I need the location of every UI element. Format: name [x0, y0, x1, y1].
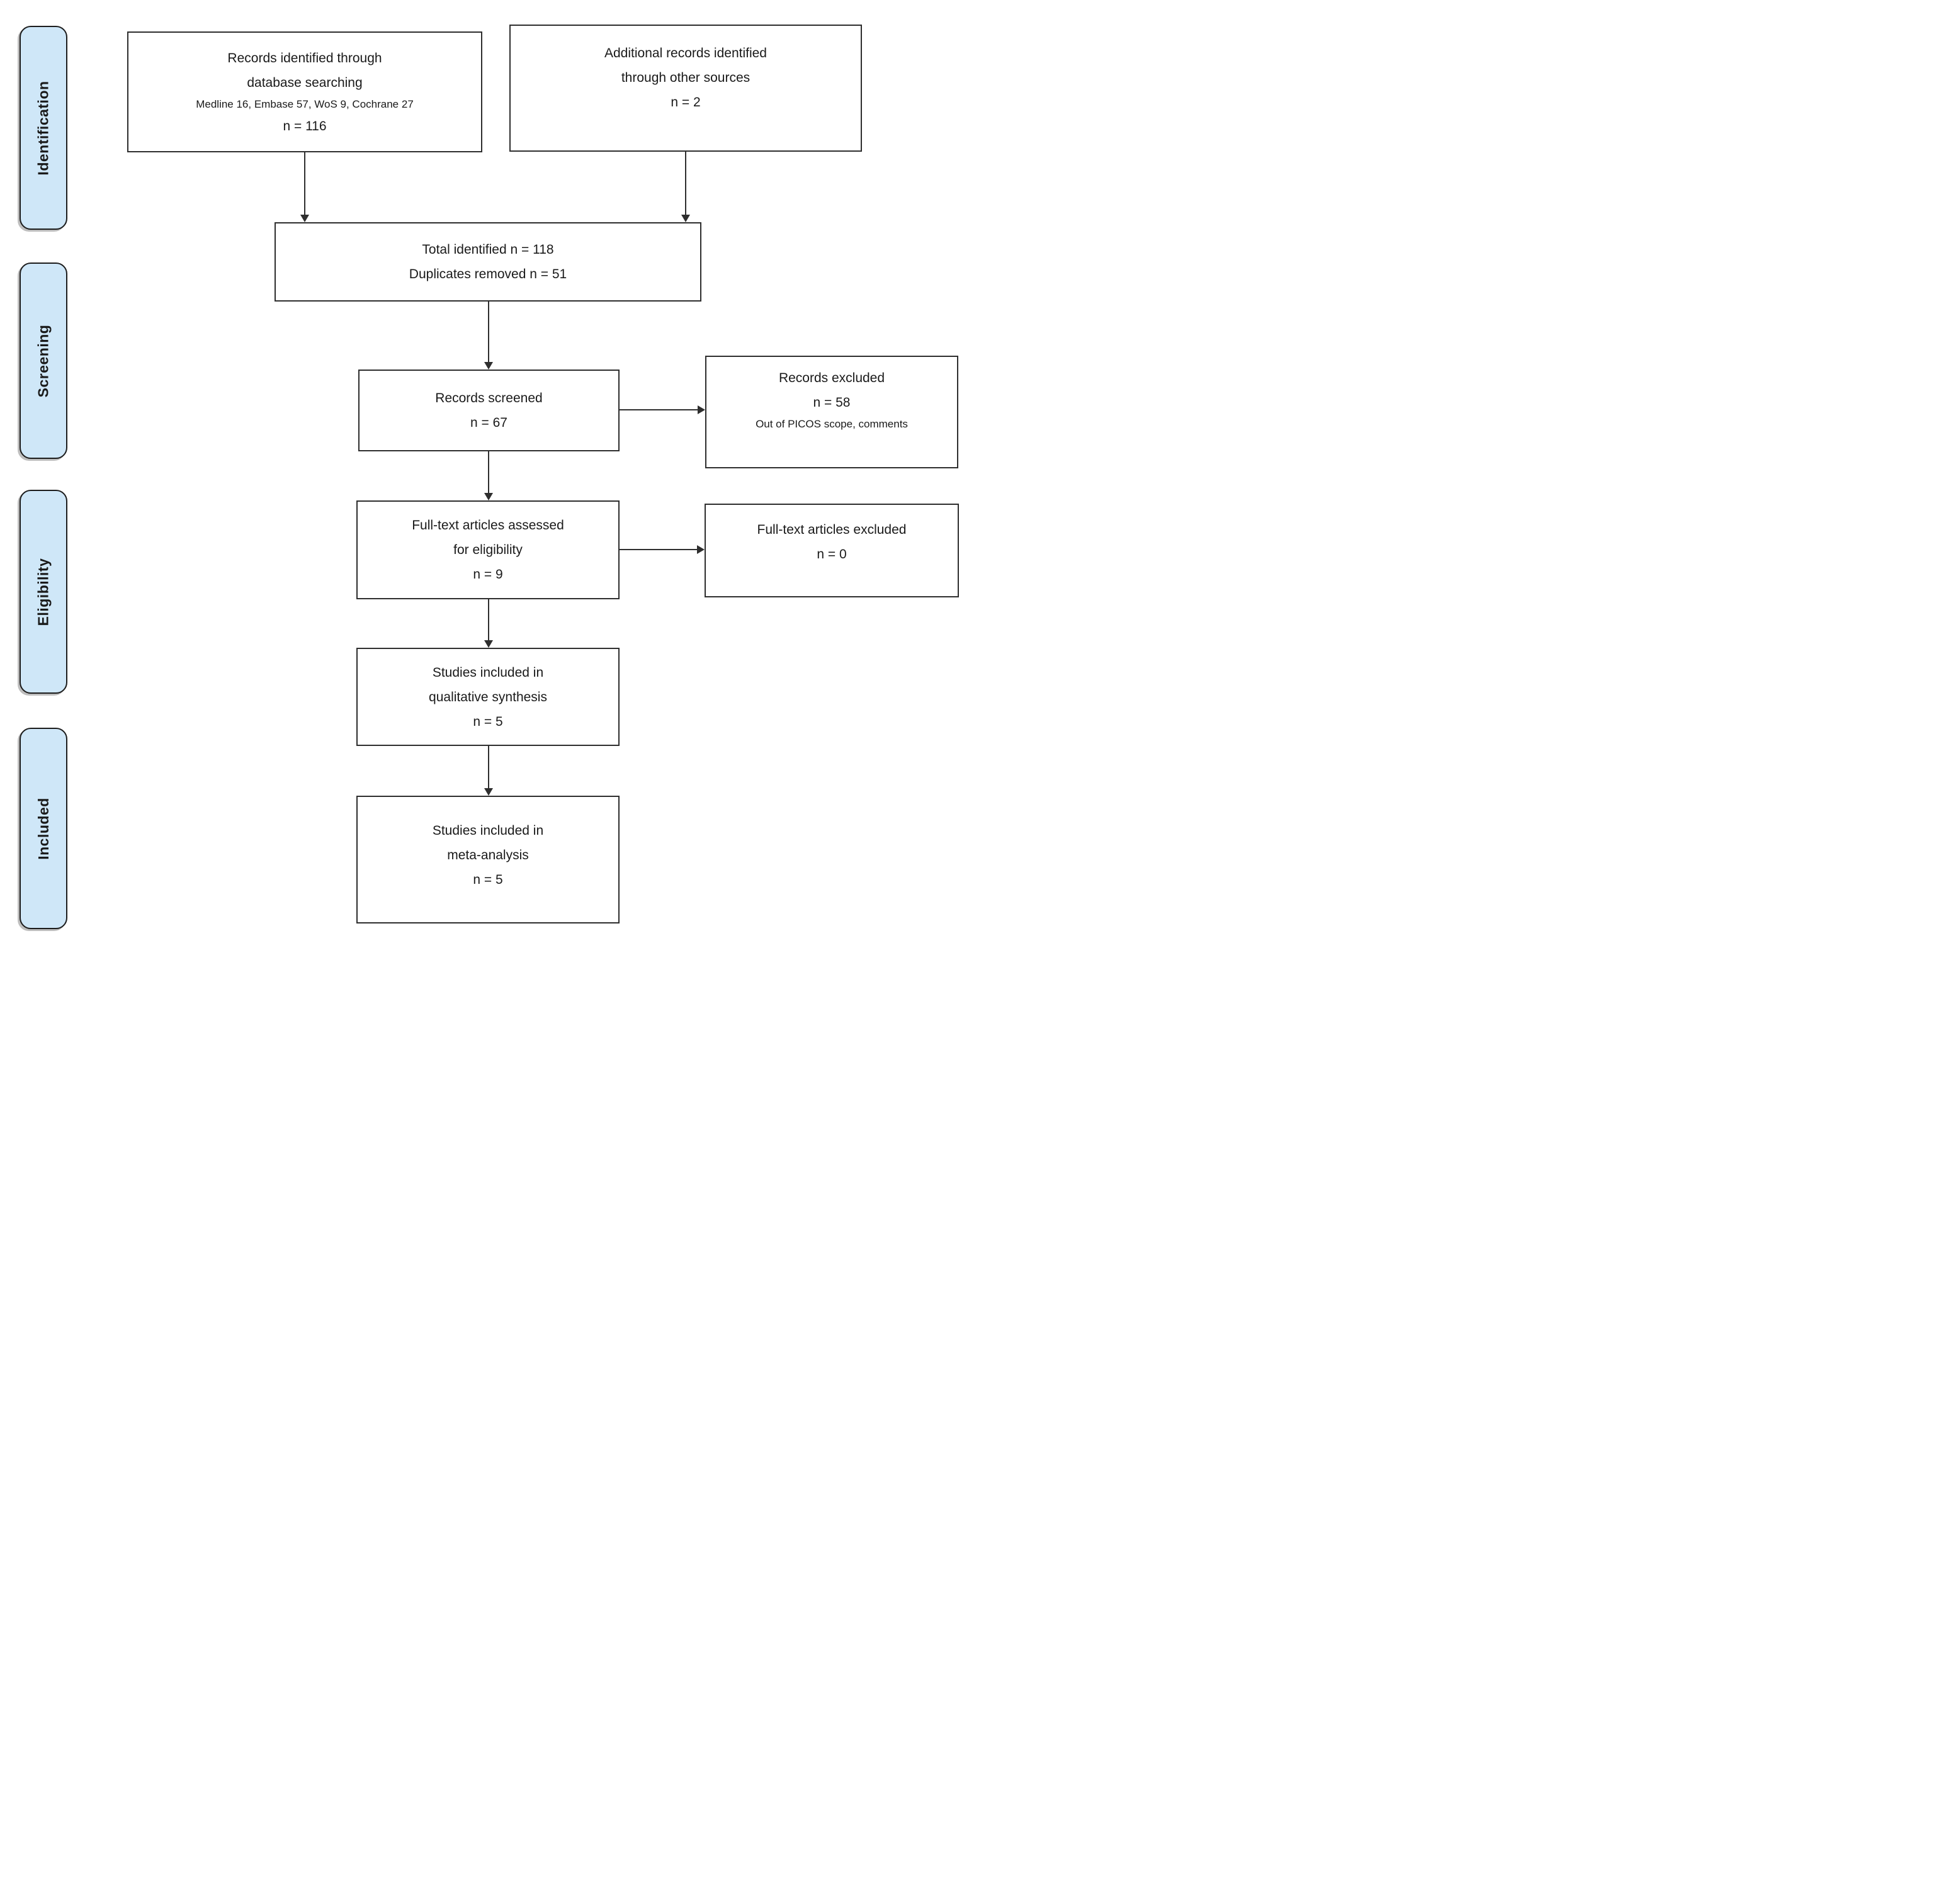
- box-records-screened: Records screened n = 67: [358, 370, 620, 451]
- box-fulltext-excluded-title: Full-text articles excluded: [757, 522, 907, 537]
- box-records-identified-sources: Medline 16, Embase 57, WoS 9, Cochrane 2…: [196, 98, 414, 110]
- box-total-identified-line2: Duplicates removed n = 51: [409, 267, 567, 281]
- box-fulltext-assessed-title-line1: Full-text articles assessed: [412, 518, 564, 533]
- box-records-screened-count: n = 67: [470, 415, 507, 430]
- box-records-screened-title: Records screened: [435, 391, 543, 405]
- box-fulltext-excluded: Full-text articles excluded n = 0: [705, 504, 959, 597]
- prisma-flow-diagram: Identification Screening Eligibility Inc…: [0, 0, 980, 943]
- arrow-qualitative-to-meta: [484, 746, 493, 796]
- box-fulltext-excluded-count: n = 0: [817, 547, 847, 562]
- box-records-excluded-reason: Out of PICOS scope, comments: [756, 418, 908, 430]
- box-meta-analysis-title-line2: meta-analysis: [447, 848, 529, 862]
- arrow-screened-to-excluded: [620, 405, 705, 414]
- box-fulltext-assessed-count: n = 9: [473, 567, 503, 582]
- box-additional-records: Additional records identified through ot…: [509, 25, 862, 152]
- box-qualitative-synthesis-title-line1: Studies included in: [432, 665, 544, 680]
- stage-identification-label: Identification: [35, 80, 52, 176]
- box-records-excluded: Records excluded n = 58 Out of PICOS sco…: [705, 356, 958, 468]
- arrow-total-to-screened: [484, 302, 493, 370]
- box-additional-records-title-line2: through other sources: [621, 71, 751, 85]
- box-fulltext-assessed-title-line2: for eligibility: [453, 543, 523, 557]
- box-records-excluded-title: Records excluded: [778, 371, 885, 385]
- box-records-identified-title-line2: database searching: [247, 75, 363, 90]
- stage-eligibility: Eligibility: [20, 490, 67, 694]
- arrow-other-sources-to-total: [681, 152, 690, 222]
- box-records-identified-title-line1: Records identified through: [227, 50, 382, 65]
- box-records-excluded-count: n = 58: [813, 395, 851, 410]
- stage-included-label: Included: [35, 797, 52, 860]
- stage-identification: Identification: [20, 26, 67, 230]
- box-records-identified-database: Records identified through database sear…: [127, 31, 482, 152]
- stage-screening: Screening: [20, 263, 67, 459]
- arrow-database-to-total: [300, 152, 309, 222]
- box-qualitative-synthesis: Studies included in qualitative synthesi…: [356, 648, 620, 746]
- stage-screening-label: Screening: [35, 324, 52, 397]
- box-fulltext-assessed: Full-text articles assessed for eligibil…: [356, 500, 620, 599]
- box-additional-records-count: n = 2: [671, 95, 701, 110]
- arrow-fulltext-to-qualitative: [484, 599, 493, 648]
- stage-included: Included: [20, 728, 67, 929]
- box-qualitative-synthesis-title-line2: qualitative synthesis: [429, 689, 547, 704]
- stage-eligibility-label: Eligibility: [35, 558, 52, 626]
- box-qualitative-synthesis-count: n = 5: [473, 714, 503, 729]
- box-meta-analysis-title-line1: Studies included in: [432, 823, 544, 838]
- box-meta-analysis: Studies included in meta-analysis n = 5: [356, 796, 620, 923]
- box-total-identified: Total identified n = 118 Duplicates remo…: [275, 222, 701, 302]
- box-additional-records-title-line1: Additional records identified: [604, 46, 767, 60]
- box-records-identified-count: n = 116: [283, 118, 327, 133]
- box-meta-analysis-count: n = 5: [473, 872, 503, 887]
- arrow-screened-to-fulltext: [484, 451, 493, 500]
- arrow-fulltext-to-excluded: [620, 545, 705, 554]
- box-total-identified-line1: Total identified n = 118: [422, 242, 554, 257]
